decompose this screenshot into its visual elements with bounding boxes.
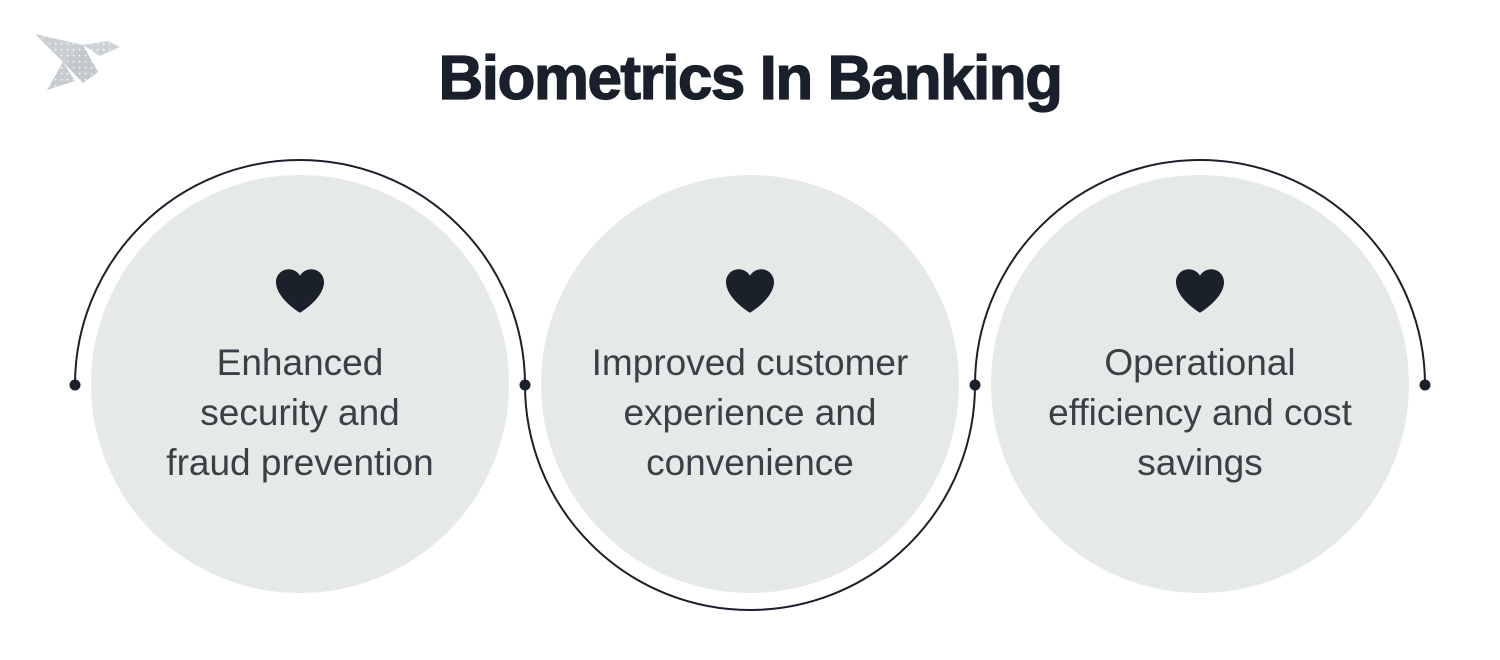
page-title: Biometrics In Banking: [438, 44, 1064, 113]
benefit-text-line: security and: [200, 392, 400, 433]
benefit-text-line: savings: [1137, 442, 1263, 483]
connector-dot: [1419, 379, 1431, 391]
benefit-text-line: Enhanced: [216, 342, 384, 383]
connector-dot: [69, 379, 81, 391]
benefit-text: Operational efficiency and cost savings: [991, 338, 1409, 488]
heart-icon: [726, 269, 774, 313]
benefit-text-line: fraud prevention: [166, 442, 434, 483]
benefit-text: Improved customer experience and conveni…: [541, 338, 959, 488]
heart-icon: [1176, 269, 1224, 313]
benefit-circle-security: Enhanced security and fraud prevention: [91, 175, 509, 593]
connector-dot: [969, 379, 981, 391]
benefit-text: Enhanced security and fraud prevention: [91, 338, 509, 488]
benefit-text-line: experience and: [623, 392, 877, 433]
benefit-text-line: convenience: [646, 442, 854, 483]
origami-bird-logo: [35, 34, 120, 90]
benefit-text-line: Operational: [1104, 342, 1296, 383]
benefit-circle-experience: Improved customer experience and conveni…: [541, 175, 959, 593]
connector-path: [74, 159, 1426, 611]
benefit-text-line: Improved customer: [591, 342, 909, 383]
origami-bird-facets: [35, 34, 120, 90]
heart-icon: [276, 269, 324, 313]
benefit-text-line: efficiency and cost: [1048, 392, 1352, 433]
connector-dot: [519, 379, 531, 391]
benefit-circle-efficiency: Operational efficiency and cost savings: [991, 175, 1409, 593]
